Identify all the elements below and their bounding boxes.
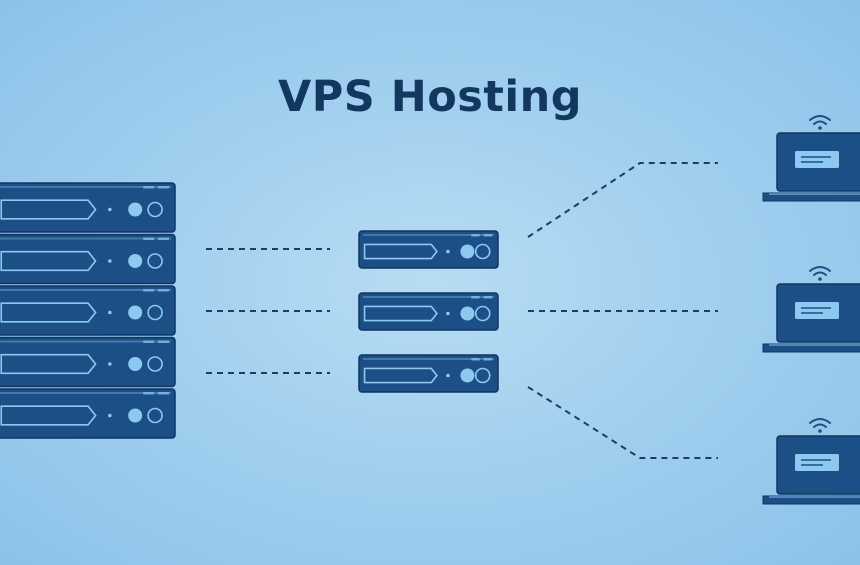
wifi-icon (809, 418, 831, 433)
server-rack-icon (0, 182, 176, 439)
physical-server-unit (0, 233, 176, 285)
vps-unit-3 (358, 354, 499, 393)
laptop-icon (762, 418, 860, 505)
vps-unit-1 (358, 230, 499, 269)
physical-server-unit (0, 182, 176, 233)
physical-server-unit (0, 336, 176, 388)
vps-to-client-line-1 (527, 162, 718, 238)
physical-server-unit (0, 285, 176, 336)
vps-unit-2 (358, 292, 499, 331)
wifi-icon (809, 266, 831, 281)
diagram-title: VPS Hosting (277, 72, 583, 122)
laptop-icon (762, 115, 860, 202)
laptop-icon (762, 266, 860, 353)
vps-to-client-line-3 (527, 386, 718, 459)
physical-server-unit (0, 388, 176, 439)
wifi-icon (809, 115, 831, 130)
